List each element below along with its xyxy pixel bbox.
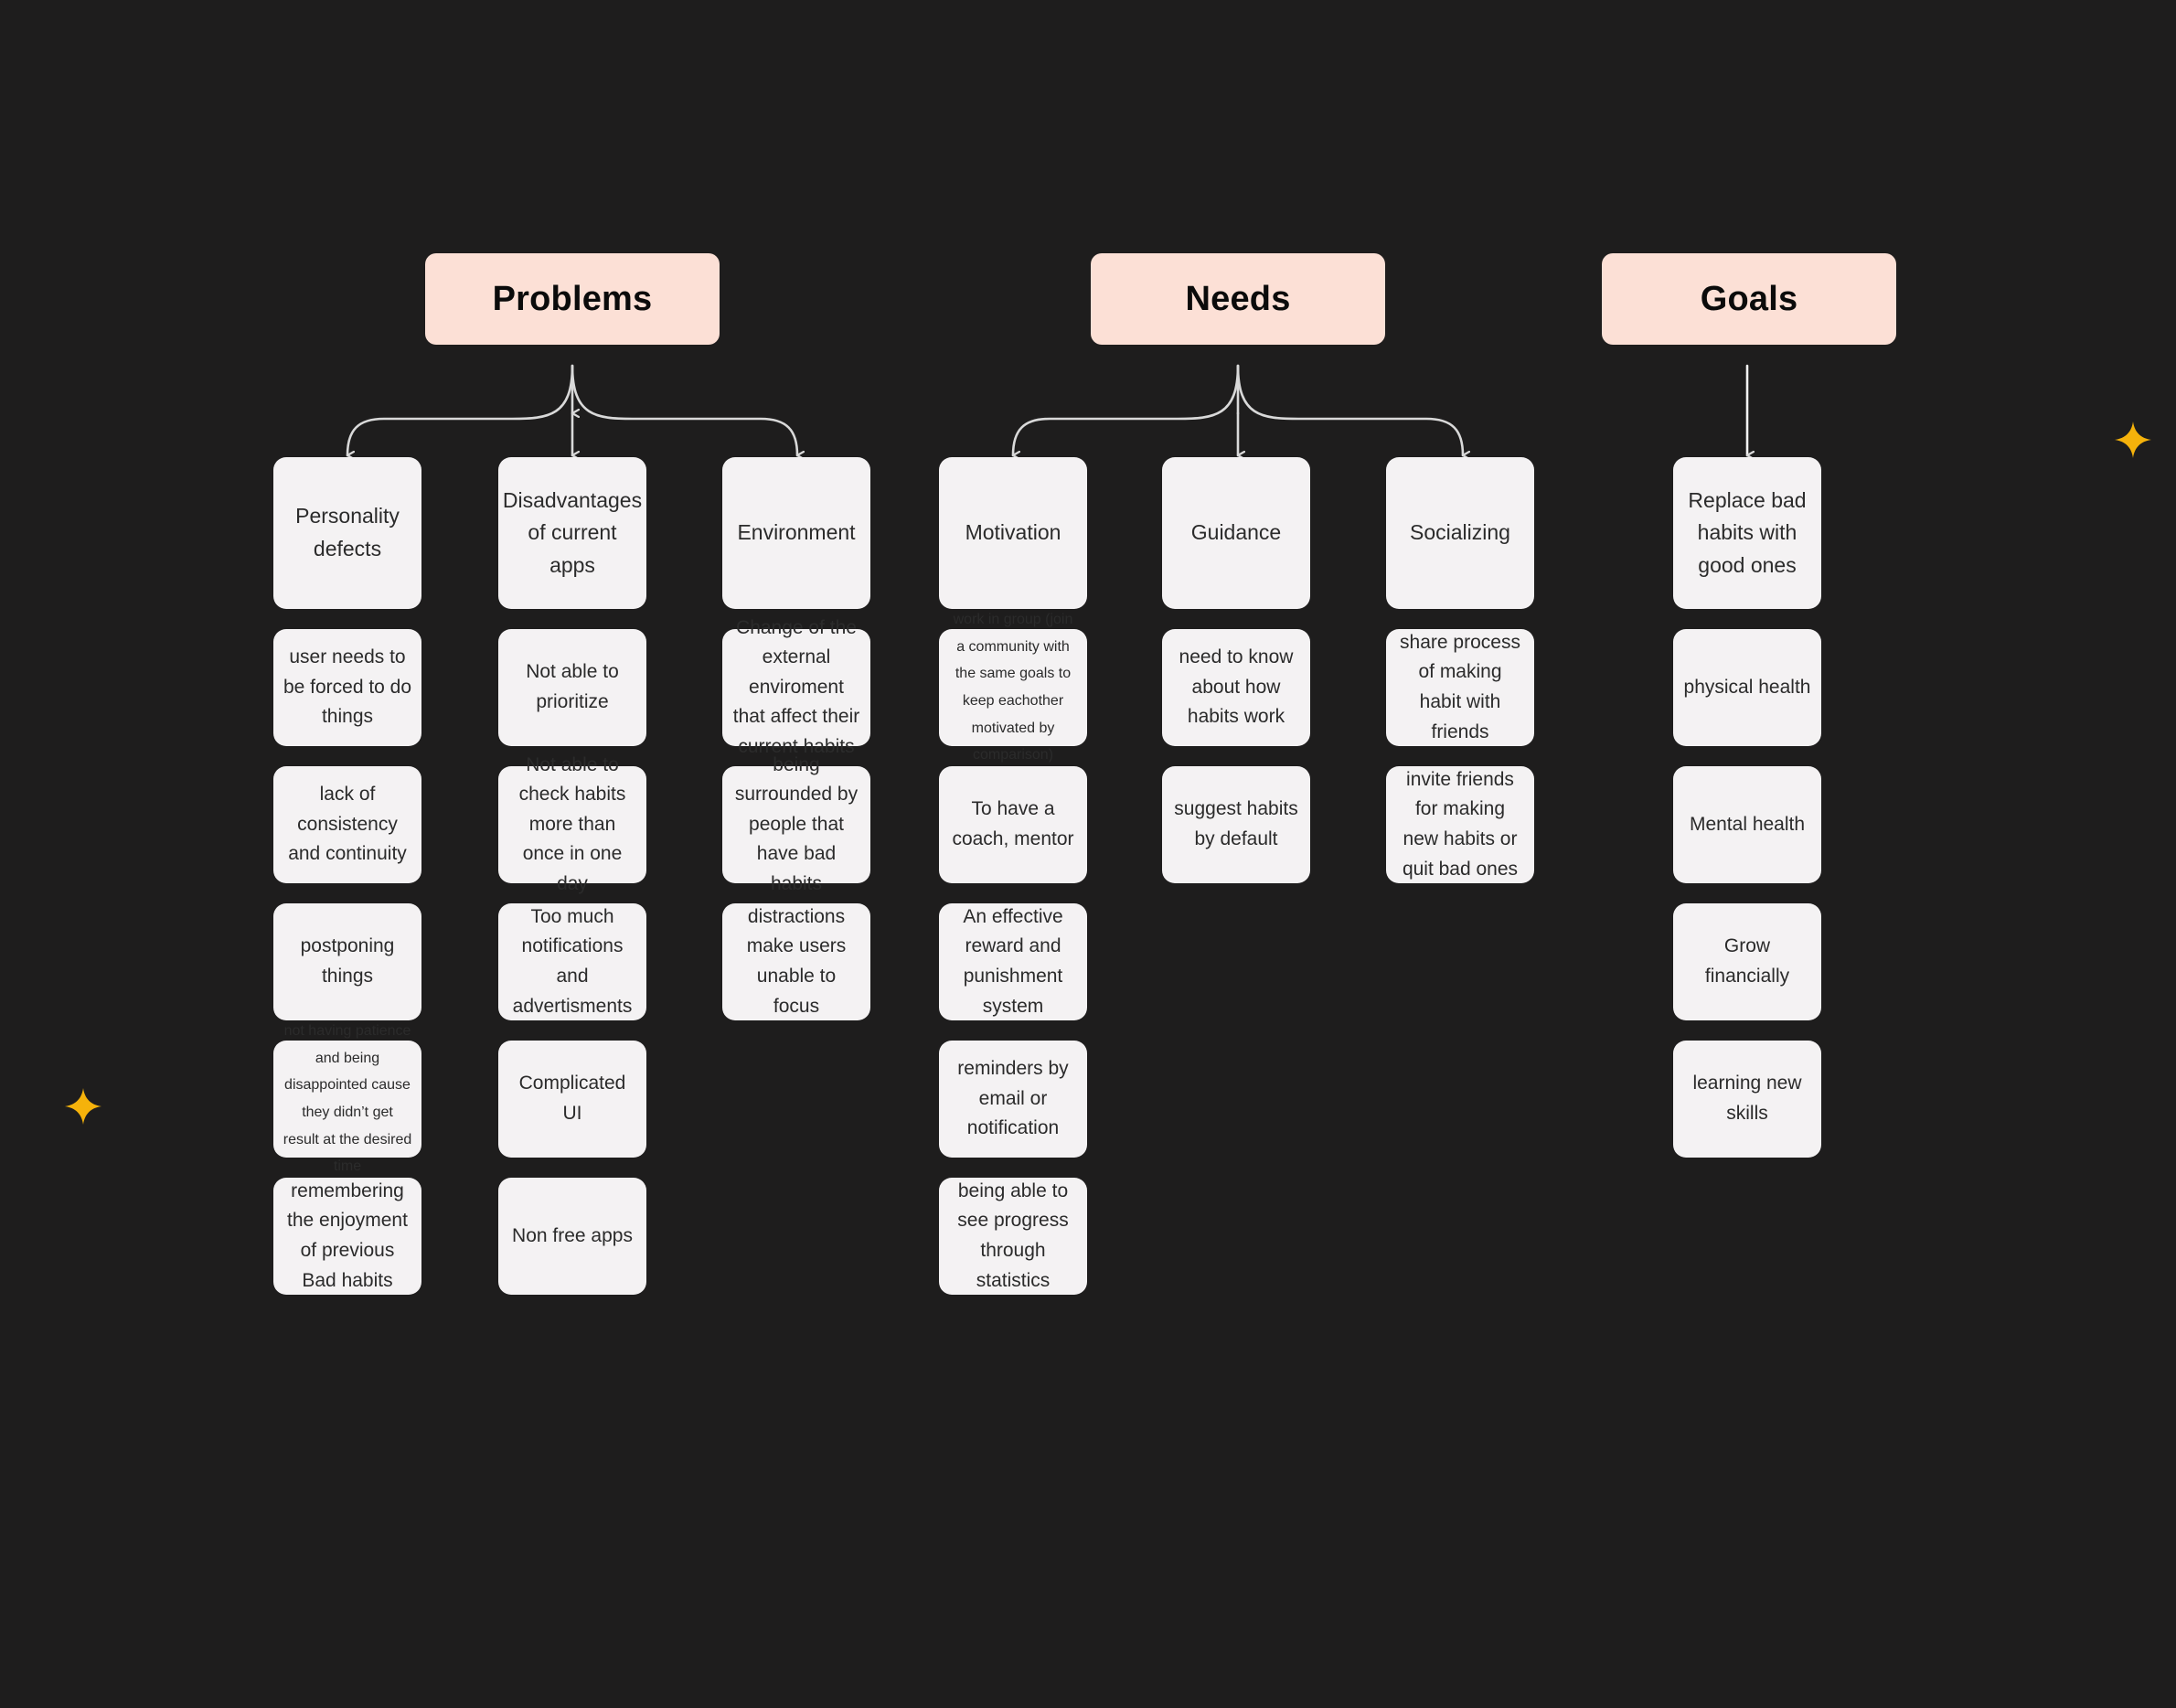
card-goals-4[interactable]: learning new skills xyxy=(1673,1041,1821,1158)
card-disadvantages-5[interactable]: Non free apps xyxy=(498,1178,646,1295)
card-text: Socializing xyxy=(1410,520,1510,545)
card-text: work in group (join a community with the… xyxy=(953,612,1073,763)
card-environment-2[interactable]: being surrounded by people that have bad… xyxy=(722,754,870,894)
group-header-needs-label: Needs xyxy=(1185,279,1291,318)
column-guidance: Guidance need to know about how habits w… xyxy=(1162,457,1310,883)
problems-to-environment xyxy=(571,364,797,455)
card-text: Not able to check habits more than once … xyxy=(518,753,626,894)
card-disadvantages-2[interactable]: Not able to check habits more than once … xyxy=(498,754,646,894)
card-environment-3[interactable]: distractions make users unable to focus xyxy=(722,903,870,1020)
card-socializing-1[interactable]: share process of making habit with frien… xyxy=(1386,629,1534,746)
card-disadvantages-3[interactable]: Too much notifications and advertisments xyxy=(498,903,646,1020)
card-text: Mental health xyxy=(1689,813,1806,835)
column-heading-goals[interactable]: Replace bad habits with good ones xyxy=(1673,457,1821,609)
card-disadvantages-4[interactable]: Complicated UI xyxy=(498,1041,646,1158)
problems-to-personality-defects xyxy=(346,364,574,455)
column-heading-guidance[interactable]: Guidance xyxy=(1162,457,1310,609)
column-socializing: Socializing share process of making habi… xyxy=(1386,457,1534,883)
card-goals-3[interactable]: Grow financially xyxy=(1673,903,1821,1020)
card-text: distractions make users unable to focus xyxy=(746,905,847,1017)
card-text: suggest habits by default xyxy=(1174,798,1298,849)
column-heading-personality-defects[interactable]: Personality defects xyxy=(273,457,421,609)
card-goals-1[interactable]: physical health xyxy=(1673,629,1821,746)
card-personality-defects-5[interactable]: remembering the enjoyment of previous Ba… xyxy=(273,1178,421,1295)
card-text: Replace bad habits with good ones xyxy=(1688,487,1807,577)
card-text: Environment xyxy=(737,520,856,545)
card-text: Grow financially xyxy=(1704,935,1790,987)
card-text: Non free apps xyxy=(512,1224,633,1246)
card-text: not having patience and being disappoint… xyxy=(283,1023,412,1175)
card-text: An effective reward and punishment syste… xyxy=(963,905,1063,1017)
card-personality-defects-1[interactable]: user needs to be forced to do things xyxy=(273,629,421,746)
column-disadvantages-of-current-apps: Disadvantages of current apps Not able t… xyxy=(498,457,646,1295)
column-environment: Environment Change of the external envir… xyxy=(722,457,870,1020)
card-motivation-2[interactable]: To have a coach, mentor xyxy=(939,766,1087,883)
card-text: being able to see progress through stati… xyxy=(957,1180,1069,1291)
card-text: Guidance xyxy=(1190,520,1282,545)
card-guidance-1[interactable]: need to know about how habits work xyxy=(1162,629,1310,746)
card-environment-1[interactable]: Change of the external enviroment that a… xyxy=(722,617,870,757)
column-motivation: Motivation work in group (join a communi… xyxy=(939,457,1087,1295)
group-header-problems-label: Problems xyxy=(492,279,653,318)
column-heading-disadvantages-of-current-apps[interactable]: Disadvantages of current apps xyxy=(498,457,646,609)
column-heading-motivation[interactable]: Motivation xyxy=(939,457,1087,609)
card-text: share process of making habit with frien… xyxy=(1400,631,1520,742)
problems-connectors xyxy=(346,364,797,455)
card-disadvantages-1[interactable]: Not able to prioritize xyxy=(498,629,646,746)
card-text: need to know about how habits work xyxy=(1179,646,1294,728)
card-text: Too much notifications and advertisments xyxy=(512,905,633,1017)
card-personality-defects-4[interactable]: not having patience and being disappoint… xyxy=(273,1023,421,1174)
needs-to-motivation xyxy=(1011,364,1240,455)
column-heading-socializing[interactable]: Socializing xyxy=(1386,457,1534,609)
card-text: To have a coach, mentor xyxy=(952,798,1074,849)
card-text: user needs to be forced to do things xyxy=(283,646,412,728)
sparkle-icon-right xyxy=(2115,422,2151,458)
column-goals: Replace bad habits with good ones physic… xyxy=(1673,457,1821,1158)
card-personality-defects-3[interactable]: postponing things xyxy=(273,903,421,1020)
sparkle-icon-left xyxy=(65,1088,101,1125)
needs-to-socializing xyxy=(1236,364,1463,455)
card-text: Not able to prioritize xyxy=(526,661,619,712)
card-motivation-3[interactable]: An effective reward and punishment syste… xyxy=(939,903,1087,1020)
card-personality-defects-2[interactable]: lack of consistency and continuity xyxy=(273,766,421,883)
card-text: reminders by email or notification xyxy=(957,1058,1069,1139)
card-motivation-4[interactable]: reminders by email or notification xyxy=(939,1041,1087,1158)
group-header-goals[interactable]: Goals xyxy=(1602,253,1896,345)
card-text: invite friends for making new habits or … xyxy=(1402,768,1519,880)
card-motivation-1[interactable]: work in group (join a community with the… xyxy=(939,612,1087,763)
card-socializing-2[interactable]: invite friends for making new habits or … xyxy=(1386,766,1534,883)
needs-connectors xyxy=(1011,364,1463,455)
card-text: physical health xyxy=(1683,676,1811,698)
card-text: Change of the external enviroment that a… xyxy=(732,616,860,757)
card-guidance-2[interactable]: suggest habits by default xyxy=(1162,766,1310,883)
card-text: learning new skills xyxy=(1692,1073,1802,1124)
card-goals-2[interactable]: Mental health xyxy=(1673,766,1821,883)
column-personality-defects: Personality defects user needs to be for… xyxy=(273,457,421,1295)
card-text: lack of consistency and continuity xyxy=(288,784,407,865)
card-text: being surrounded by people that have bad… xyxy=(734,753,859,894)
group-header-goals-label: Goals xyxy=(1700,279,1798,318)
card-motivation-5[interactable]: being able to see progress through stati… xyxy=(939,1178,1087,1295)
card-text: Motivation xyxy=(965,520,1061,545)
card-text: Disadvantages of current apps xyxy=(502,487,643,577)
card-text: Complicated UI xyxy=(518,1073,626,1124)
card-text: postponing things xyxy=(300,935,395,987)
card-text: remembering the enjoyment of previous Ba… xyxy=(287,1180,408,1291)
column-heading-environment[interactable]: Environment xyxy=(722,457,870,609)
group-header-problems[interactable]: Problems xyxy=(425,253,720,345)
card-text: Personality defects xyxy=(295,504,400,560)
group-header-needs[interactable]: Needs xyxy=(1091,253,1385,345)
